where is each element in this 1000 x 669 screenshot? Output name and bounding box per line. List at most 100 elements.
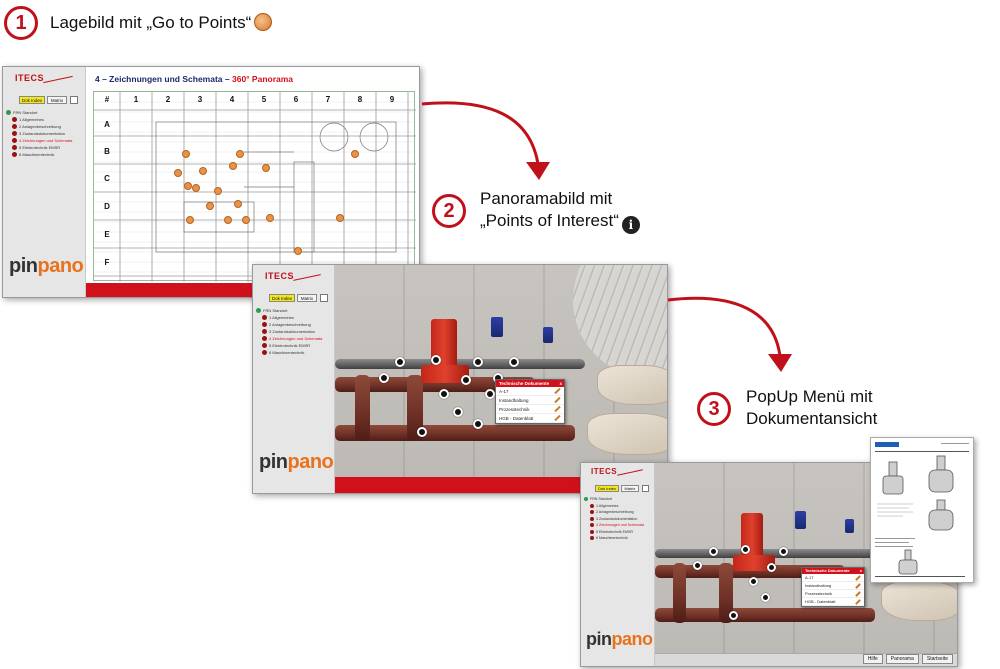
tree-root[interactable]: FRN Standort (256, 307, 322, 314)
go-to-point[interactable] (294, 247, 302, 255)
tree-item-active[interactable]: 4 Zeichnungen und Schemata (6, 137, 72, 144)
document-preview[interactable] (870, 437, 974, 583)
go-to-point[interactable] (174, 169, 182, 177)
go-to-point[interactable] (199, 167, 207, 175)
popup-close-button[interactable]: x (859, 568, 862, 573)
tree-root[interactable]: FRN Standort (584, 496, 644, 503)
home-button[interactable]: Startseite (921, 654, 953, 664)
navigation-tree: FRN Standort 1 Allgemeines 2 Anlagenbesc… (6, 109, 72, 158)
floor-plan[interactable]: # 1 2 3 4 5 6 7 8 9 A B C D E F (93, 91, 416, 282)
tree-item[interactable]: 2 Anlagenbeschreibung (584, 509, 644, 516)
go-to-point[interactable] (182, 150, 190, 158)
tree-item-active[interactable]: 4 Zeichnungen und Schemata (256, 335, 322, 342)
go-to-point[interactable] (214, 187, 222, 195)
red-pump-base (733, 555, 775, 571)
go-to-point[interactable] (351, 150, 359, 158)
go-to-point[interactable] (262, 164, 270, 172)
tree-item[interactable]: 1 Allgemeines (6, 116, 72, 123)
tree-item[interactable]: 6 Maschinentechnik (256, 349, 322, 356)
matrix-button[interactable]: Matrix (297, 294, 317, 302)
go-to-point[interactable] (266, 214, 274, 222)
matrix-button[interactable]: Matrix (47, 96, 67, 104)
tree-item[interactable]: 1 Allgemeines (256, 314, 322, 321)
help-button[interactable]: Hilfe (862, 654, 883, 664)
point-of-interest-marker[interactable] (431, 355, 441, 365)
tree-item[interactable]: 5 Elektrotechnik EMSR (256, 342, 322, 349)
go-to-point[interactable] (186, 216, 194, 224)
point-of-interest-marker[interactable] (485, 389, 495, 399)
popup-item[interactable]: A-17 (496, 387, 564, 396)
grid-view-icon[interactable] (70, 96, 78, 104)
point-of-interest-marker[interactable] (767, 563, 776, 572)
point-of-interest-marker[interactable] (417, 427, 427, 437)
tree-root[interactable]: FRN Standort (6, 109, 72, 116)
popup-title: Technische Dokumente (805, 568, 850, 573)
point-of-interest-marker[interactable] (461, 375, 471, 385)
dok-index-button[interactable]: Dok Index (19, 96, 45, 104)
point-of-interest-marker[interactable] (749, 577, 758, 586)
popup-item[interactable]: A-17 (802, 574, 864, 582)
point-of-interest-marker[interactable] (439, 389, 449, 399)
tree-item[interactable]: 2 Anlagenbeschreibung (6, 123, 72, 130)
go-to-point[interactable] (206, 202, 214, 210)
go-to-point[interactable] (336, 214, 344, 222)
point-of-interest-marker[interactable] (741, 545, 750, 554)
point-of-interest-marker[interactable] (473, 357, 483, 367)
popup-item[interactable]: HGB - Datenblatt (802, 598, 864, 606)
pen-icon (855, 574, 861, 581)
point-of-interest-marker[interactable] (729, 611, 738, 620)
popup-item[interactable]: Prozesstechnik (496, 405, 564, 414)
dok-index-button[interactable]: Dok Index (595, 485, 619, 492)
tree-item[interactable]: 3 Zustandsdokumentation (6, 130, 72, 137)
tree-item[interactable]: 1 Allgemeines (584, 503, 644, 510)
tree-dot-icon (262, 336, 267, 341)
tree-item[interactable]: 6 Maschinentechnik (584, 535, 644, 542)
grid-row-header: C (104, 174, 110, 183)
tree-item[interactable]: 3 Zustandsdokumentation (256, 328, 322, 335)
tree-item-label: 3 Zustandsdokumentation (269, 329, 316, 334)
pen-icon (554, 405, 561, 413)
tree-dot-icon (262, 343, 267, 348)
tree-item[interactable]: 5 Elektrotechnik EMSR (6, 144, 72, 151)
tree-dot-icon (12, 117, 17, 122)
point-of-interest-marker[interactable] (693, 561, 702, 570)
tree-item-active[interactable]: 4 Zeichnungen und Schemata (584, 522, 644, 529)
tree-item[interactable]: 6 Maschinentechnik (6, 151, 72, 158)
tree-item-label: 6 Maschinentechnik (596, 536, 628, 540)
matrix-button[interactable]: Matrix (621, 485, 639, 492)
tree-item[interactable]: 2 Anlagenbeschreibung (256, 321, 322, 328)
go-to-point[interactable] (236, 150, 244, 158)
tree-item[interactable]: 5 Elektrotechnik EMSR (584, 529, 644, 536)
point-of-interest-marker[interactable] (395, 357, 405, 367)
popup-item[interactable]: Instandhaltung (496, 396, 564, 405)
itecs-logo: ITECS (15, 73, 45, 83)
point-of-interest-marker[interactable] (761, 593, 770, 602)
point-of-interest-marker[interactable] (709, 547, 718, 556)
point-of-interest-marker[interactable] (509, 357, 519, 367)
point-of-interest-marker[interactable] (453, 407, 463, 417)
popup-close-button[interactable]: x (559, 381, 562, 386)
panorama-button[interactable]: Panorama (885, 654, 919, 664)
popup-item[interactable]: Prozesstechnik (802, 590, 864, 598)
popup-item[interactable]: Instandhaltung (802, 582, 864, 590)
point-of-interest-marker[interactable] (779, 547, 788, 556)
popup-item-label: HGB - Datenblatt (499, 415, 534, 421)
grid-view-icon[interactable] (642, 485, 649, 492)
dok-index-button[interactable]: Dok Index (269, 294, 295, 302)
tree-dot-icon (590, 523, 594, 528)
go-to-point[interactable] (242, 216, 250, 224)
go-to-point[interactable] (184, 182, 192, 190)
point-of-interest-marker[interactable] (473, 419, 483, 429)
tree-item[interactable]: 3 Zustandsdokumentation (584, 516, 644, 523)
go-to-point[interactable] (192, 184, 200, 192)
tree-item-label: 2 Anlagenbeschreibung (19, 124, 61, 129)
popup-item[interactable]: HGB - Datenblatt (496, 414, 564, 423)
go-to-point[interactable] (229, 162, 237, 170)
go-to-point[interactable] (224, 216, 232, 224)
grid-view-icon[interactable] (320, 294, 328, 302)
point-of-interest-marker[interactable] (379, 373, 389, 383)
go-to-point[interactable] (234, 200, 242, 208)
